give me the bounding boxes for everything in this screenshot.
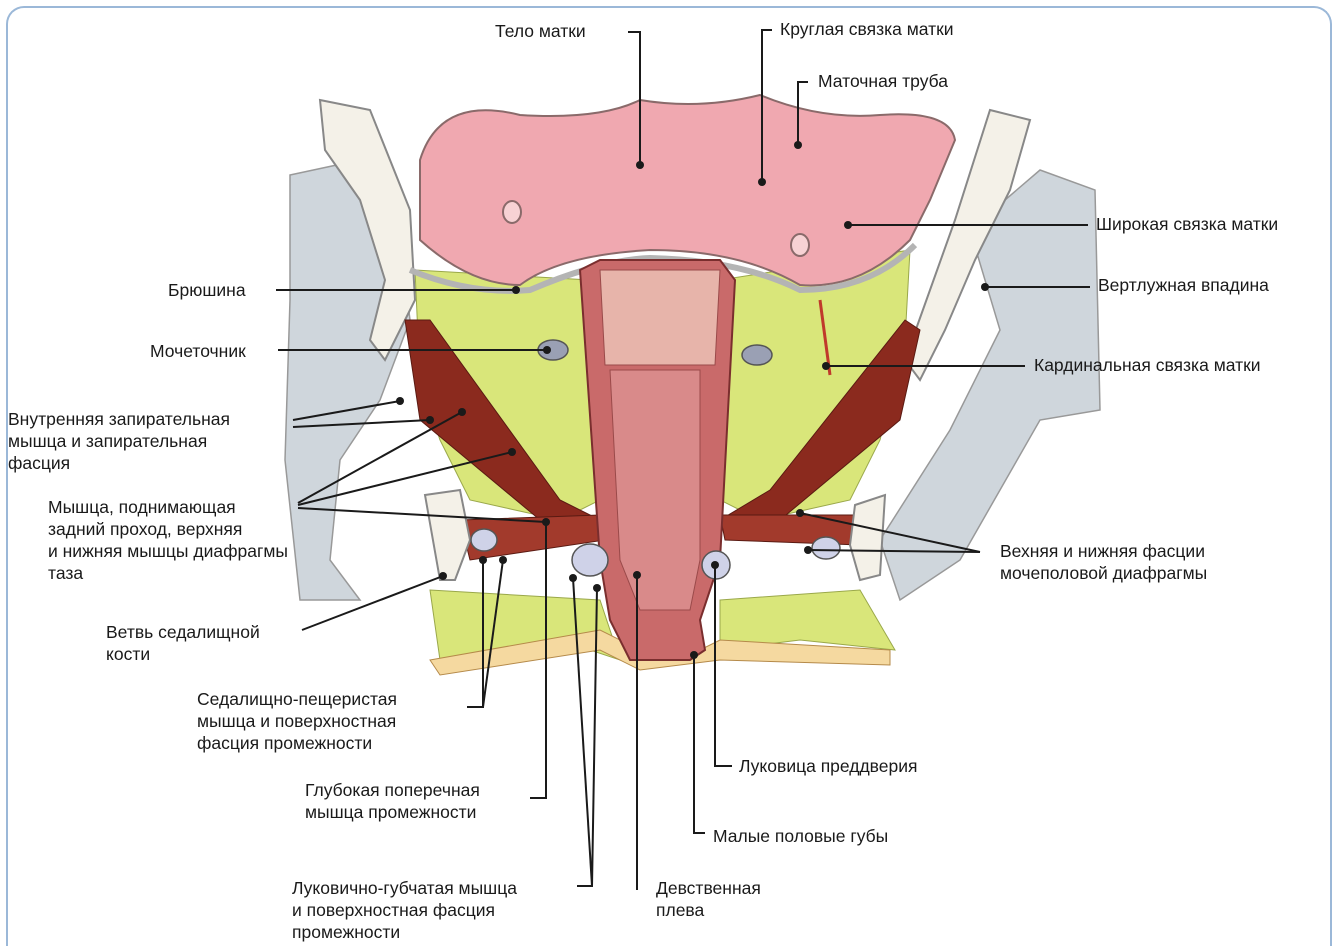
- label-vestibular-bulb: Луковица преддверия: [739, 755, 918, 777]
- bottom-right-fat-region: [720, 590, 895, 650]
- label-ureter: Мочеточник: [150, 340, 246, 362]
- label-round-ligament: Круглая связка матки: [780, 18, 954, 40]
- label-peritoneum: Брюшина: [168, 279, 246, 301]
- label-fallopian-tube: Маточная труба: [818, 70, 948, 92]
- label-bulbospongiosus: Луковично-губчатая мышца и поверхностная…: [292, 877, 517, 943]
- label-uterus-body: Тело матки: [495, 20, 586, 42]
- label-levator-ani: Мышца, поднимающая задний проход, верхня…: [48, 496, 288, 584]
- left-vestibular-bulb: [572, 544, 608, 576]
- right-urogenital-diaphragm: [720, 515, 870, 545]
- label-ischial-ramus: Ветвь седалищной кости: [106, 621, 260, 665]
- right-ureter: [742, 345, 772, 365]
- label-obturator-internus: Внутренняя запирательная мышца и запират…: [8, 408, 230, 474]
- right-tube-opening: [791, 234, 809, 256]
- left-tube-opening: [503, 201, 521, 223]
- uterus-body: [420, 95, 955, 285]
- label-broad-ligament: Широкая связка матки: [1096, 213, 1278, 235]
- right-ischial-ramus: [850, 495, 885, 580]
- left-ischiocavernosus: [471, 529, 497, 551]
- cervix: [600, 270, 720, 365]
- left-ischial-ramus: [425, 490, 470, 580]
- label-urogenital-fasciae: Вехняя и нижняя фасции мочеполовой диафр…: [1000, 540, 1207, 584]
- label-acetabulum: Вертлужная впадина: [1098, 274, 1269, 296]
- right-ischiocavernosus: [812, 537, 840, 559]
- label-labia-minora: Малые половые губы: [713, 825, 888, 847]
- label-ischiocavernosus: Седалищно-пещеристая мышца и поверхностн…: [197, 688, 397, 754]
- label-cardinal-ligament: Кардинальная связка матки: [1034, 354, 1261, 376]
- label-deep-transverse: Глубокая поперечная мышца промежности: [305, 779, 480, 823]
- label-hymen: Девственная плева: [656, 877, 761, 921]
